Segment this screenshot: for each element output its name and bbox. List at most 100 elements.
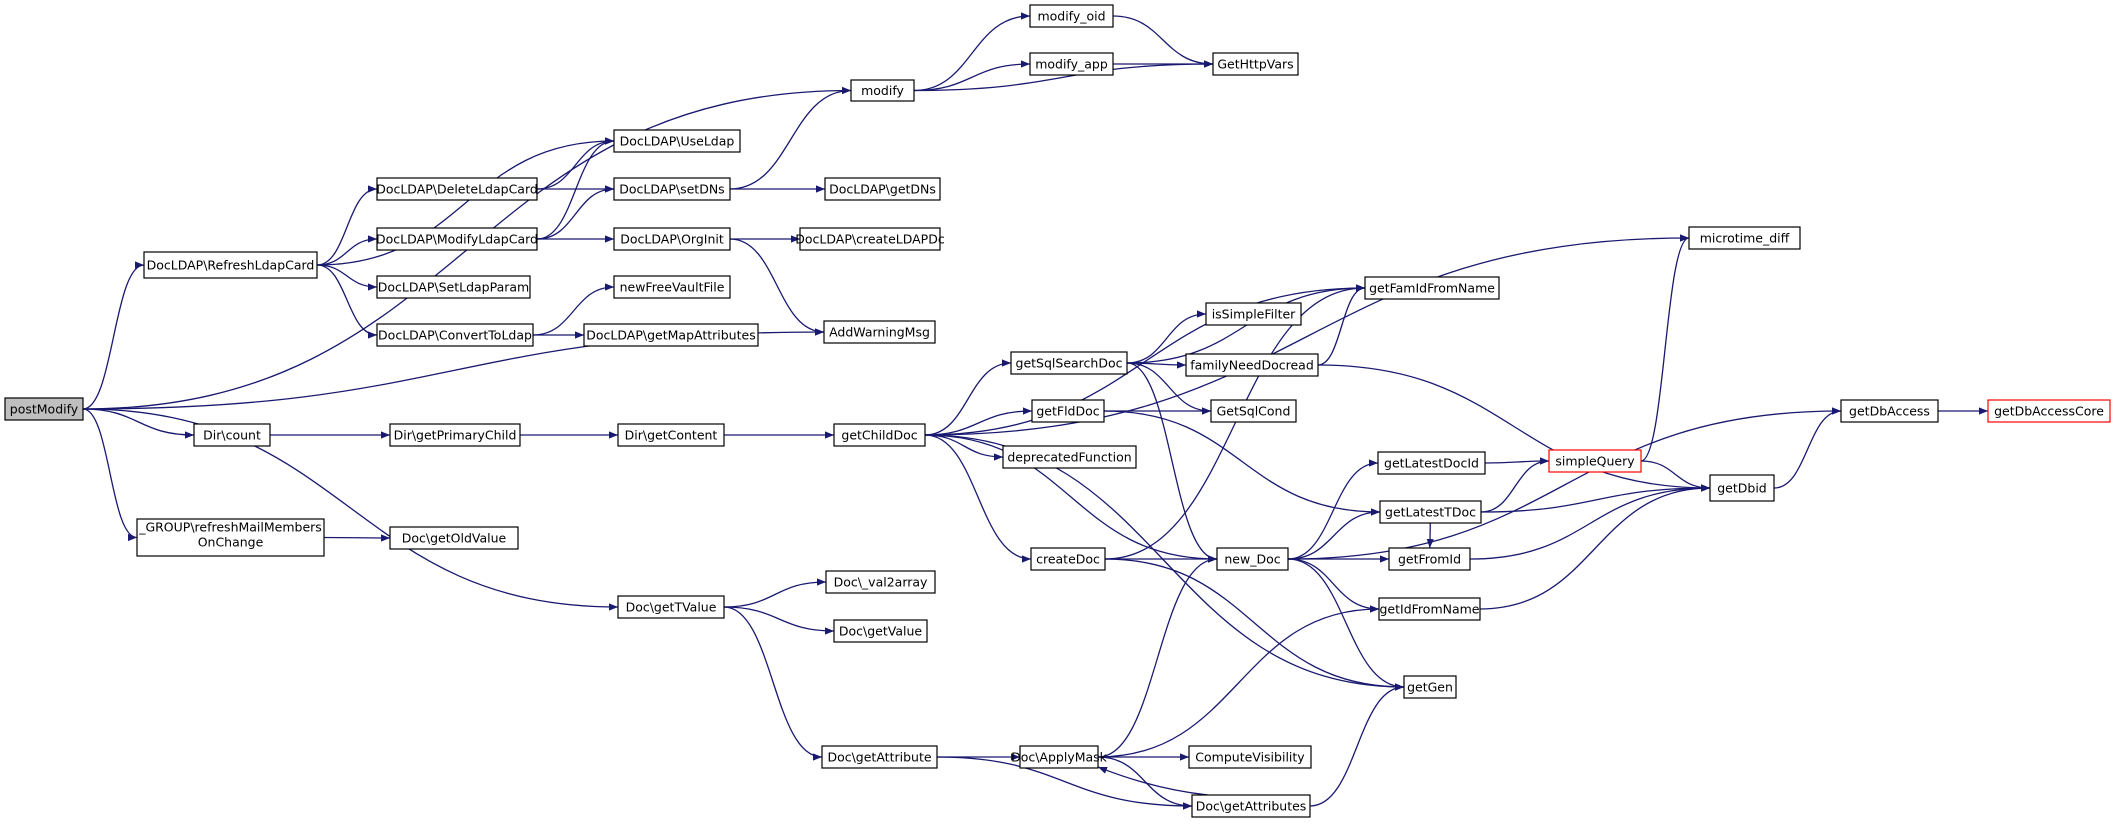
edge-line <box>1126 362 1218 563</box>
node-getDNs[interactable]: DocLDAP\getDNs <box>824 177 941 201</box>
edge-ApplyMask-to-new_Doc <box>1097 555 1218 758</box>
edge-familyNeedDocread-to-getFamIdFromName <box>1317 284 1366 366</box>
node-simpleQuery[interactable]: simpleQuery <box>1548 449 1642 473</box>
node-label: modify <box>861 83 904 98</box>
node-box <box>1378 597 1481 621</box>
node-box <box>1029 52 1114 76</box>
node-getFromId[interactable]: getFromId <box>1388 547 1471 571</box>
node-label: Dir\getContent <box>625 428 718 443</box>
edge-line <box>1640 460 1711 492</box>
node-val2array[interactable]: Doc\_val2array <box>825 570 936 594</box>
node-DeleteLdapCard[interactable]: DocLDAP\DeleteLdapCard <box>376 177 538 201</box>
node-getAttributes[interactable]: Doc\getAttributes <box>1191 794 1311 818</box>
node-getIdFromName[interactable]: getIdFromName <box>1378 597 1481 621</box>
node-box <box>1364 276 1500 300</box>
node-modify[interactable]: modify <box>850 79 915 102</box>
node-setDNs[interactable]: DocLDAP\setDNs <box>613 177 731 201</box>
node-OrgInit[interactable]: DocLDAP\OrgInit <box>613 227 731 251</box>
node-label: getDbid <box>1717 481 1767 496</box>
node-newFreeVaultFile[interactable]: newFreeVaultFile <box>613 275 731 299</box>
edge-ModifyLdapCard-to-UseLdap <box>536 137 615 240</box>
node-label: getChildDoc <box>841 428 917 443</box>
node-Dircount[interactable]: Dir\count <box>193 423 271 447</box>
edge-postModify-to-getTValue <box>82 408 619 611</box>
node-label: newFreeVaultFile <box>620 280 725 295</box>
node-getLatestDocId[interactable]: getLatestDocId <box>1377 451 1486 475</box>
node-box <box>1010 351 1128 375</box>
edge-RefreshLdapCard-to-SetLdapParam <box>316 264 378 291</box>
node-box <box>825 570 936 594</box>
edge-RefreshLdapCard-to-ModifyLdapCard <box>316 235 378 266</box>
node-label: Doc\getAttribute <box>827 750 931 765</box>
edge-getFromId-to-getDbid <box>1469 484 1711 560</box>
node-getPrimaryChild[interactable]: Dir\getPrimaryChild <box>389 423 521 447</box>
edge-line <box>316 235 378 266</box>
node-deprecatedFunction[interactable]: deprecatedFunction <box>1002 445 1137 469</box>
node-getValue[interactable]: Doc\getValue <box>833 619 928 643</box>
node-getChildDoc[interactable]: getChildDoc <box>833 423 926 447</box>
node-getSqlSearchDoc[interactable]: getSqlSearchDoc <box>1010 351 1128 375</box>
node-isSimpleFilter[interactable]: isSimpleFilter <box>1205 302 1302 326</box>
edge-line <box>924 359 1012 436</box>
node-ModifyLdapCard[interactable]: DocLDAP\ModifyLdapCard <box>376 227 538 251</box>
edge-ApplyMask-to-getIdFromName <box>1097 605 1380 758</box>
node-AddWarningMsg[interactable]: AddWarningMsg <box>823 320 936 344</box>
node-getLatestTDoc[interactable]: getLatestTDoc <box>1379 500 1482 524</box>
node-getMapAttributes[interactable]: DocLDAP\getMapAttributes <box>583 323 759 347</box>
edge-familyNeedDocread-to-getDbid <box>1317 364 1711 492</box>
node-RefreshLdapCard[interactable]: DocLDAP\RefreshLdapCard <box>143 251 318 279</box>
node-box <box>193 423 271 447</box>
edge-line <box>323 534 391 542</box>
node-box <box>617 423 725 447</box>
node-postModify[interactable]: postModify <box>4 397 84 421</box>
node-getGen[interactable]: getGen <box>1403 675 1457 699</box>
node-ConvertToLdap[interactable]: DocLDAP\ConvertToLdap <box>376 323 534 347</box>
edge-getChildDoc-to-createDoc <box>924 434 1032 563</box>
edge-modify-to-GetHttpVars <box>913 60 1214 92</box>
edge-ConvertToLdap-to-newFreeVaultFile <box>532 283 615 336</box>
node-getFamIdFromName[interactable]: getFamIdFromName <box>1364 276 1500 300</box>
node-ComputeVisibility[interactable]: ComputeVisibility <box>1188 745 1312 769</box>
node-getFldDoc[interactable]: getFldDoc <box>1031 399 1105 423</box>
edge-line <box>1097 756 1193 810</box>
node-label: modify_oid <box>1037 9 1105 24</box>
node-getContent[interactable]: Dir\getContent <box>617 423 725 447</box>
node-label: postModify <box>10 402 79 417</box>
node-getTValue[interactable]: Doc\getTValue <box>617 595 725 619</box>
node-GetHttpVars[interactable]: GetHttpVars <box>1212 52 1299 76</box>
edge-modify-to-modify_oid <box>913 12 1031 92</box>
edge-line <box>1287 508 1381 560</box>
node-GetSqlCond[interactable]: GetSqlCond <box>1210 399 1297 423</box>
node-modify_app[interactable]: modify_app <box>1029 52 1114 76</box>
node-createDoc[interactable]: createDoc <box>1030 547 1106 571</box>
node-getDbAccess[interactable]: getDbAccess <box>1840 399 1939 423</box>
node-label: deprecatedFunction <box>1007 450 1131 465</box>
node-getOldValue[interactable]: Doc\getOldValue <box>389 526 519 550</box>
node-getAttribute[interactable]: Doc\getAttribute <box>821 745 938 769</box>
edge-line <box>924 434 1405 691</box>
node-new_Doc[interactable]: new_Doc <box>1216 547 1289 571</box>
node-microtime_diff[interactable]: microtime_diff <box>1688 226 1801 250</box>
edge-DeleteLdapCard-to-UseLdap <box>536 137 615 190</box>
node-label: Doc\_val2array <box>834 575 928 590</box>
node-getDbid[interactable]: getDbid <box>1709 474 1775 502</box>
node-SetLdapParam[interactable]: DocLDAP\SetLdapParam <box>376 275 531 299</box>
node-box <box>1688 226 1801 250</box>
edge-getAttributes-to-ApplyMask <box>1097 766 1208 796</box>
node-modify_oid[interactable]: modify_oid <box>1029 4 1114 28</box>
edge-getChildDoc-to-getSqlSearchDoc <box>924 359 1012 436</box>
node-label: OnChange <box>198 535 264 550</box>
node-getDbAccessCore[interactable]: getDbAccessCore <box>1987 399 2111 423</box>
edge-new_Doc-to-getIdFromName <box>1287 558 1380 613</box>
node-box <box>1030 547 1106 571</box>
node-ApplyMask[interactable]: Doc\ApplyMask <box>1011 745 1108 769</box>
node-label: getLatestDocId <box>1384 456 1479 471</box>
edge-ApplyMask-to-getAttributes <box>1097 756 1193 810</box>
edge-line <box>1112 15 1214 68</box>
node-familyNeedDocread[interactable]: familyNeedDocread <box>1185 353 1319 377</box>
edge-line <box>924 407 1033 436</box>
node-UseLdap[interactable]: DocLDAP\UseLdap <box>613 129 741 153</box>
node-createLDAPDc[interactable]: DocLDAP\createLDAPDc <box>795 227 945 251</box>
edge-getAttribute-to-getAttributes <box>936 756 1193 810</box>
